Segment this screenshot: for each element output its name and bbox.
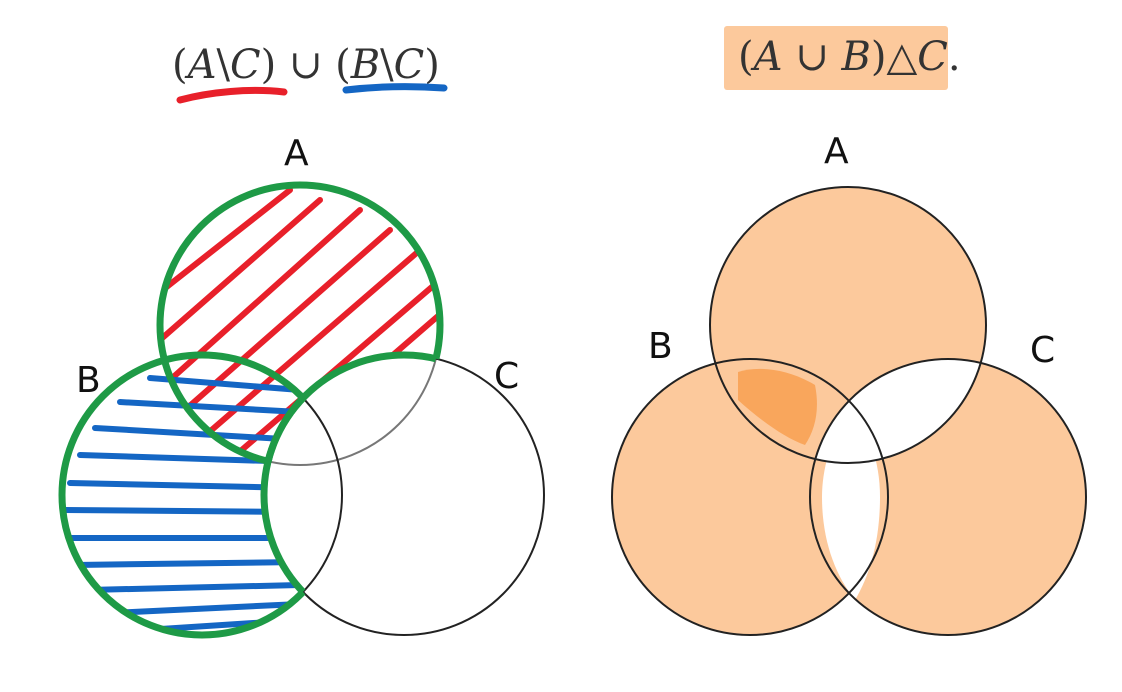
right-formula: (A ∪ B)△C.: [738, 34, 961, 80]
left-formula-paren: (: [335, 42, 351, 88]
left-formula-union: ∪: [276, 42, 336, 88]
label-a-right: A: [824, 131, 849, 172]
left-formula: (A\C) ∪ (B\C): [172, 42, 440, 88]
left-formula-set-c: C: [229, 42, 261, 88]
right-formula-set-a: A: [753, 34, 783, 80]
right-formula-symmetric-difference: △: [886, 34, 918, 80]
left-formula-paren: ): [424, 42, 440, 88]
left-formula-set-c: C: [393, 42, 425, 88]
symmetric-difference-shading: [612, 187, 1086, 635]
union-outline: [58, 181, 444, 639]
left-formula-set-a: A: [187, 42, 217, 88]
left-formula-set-b: B: [350, 42, 381, 88]
right-formula-union: ∪: [782, 34, 842, 80]
right-formula-paren: ): [870, 34, 887, 80]
label-c-left: C: [494, 356, 519, 397]
right-formula-set-b: B: [841, 34, 871, 80]
right-formula-highlight: [724, 26, 948, 90]
set-c-circle-right: [809, 358, 1087, 636]
right-formula-set-c: C: [917, 34, 948, 80]
union-outline-c-edge-a: [260, 351, 440, 465]
left-formula-paren: ): [260, 42, 277, 88]
set-b-circle-right: [611, 358, 889, 636]
set-a-circle-right: [709, 186, 987, 464]
red-underline: [176, 86, 288, 104]
left-formula-setminus: \: [380, 42, 394, 88]
label-b-right: B: [648, 326, 673, 367]
left-formula-paren: (: [172, 42, 188, 88]
right-formula-paren: (: [738, 34, 754, 80]
right-formula-period: .: [947, 34, 961, 80]
left-formula-setminus: \: [216, 42, 230, 88]
label-a-left: A: [284, 133, 309, 174]
label-b-left: B: [76, 360, 101, 401]
blue-underline: [342, 83, 448, 94]
union-outline-c-edge-b: [260, 355, 342, 635]
label-c-right: C: [1030, 330, 1055, 371]
